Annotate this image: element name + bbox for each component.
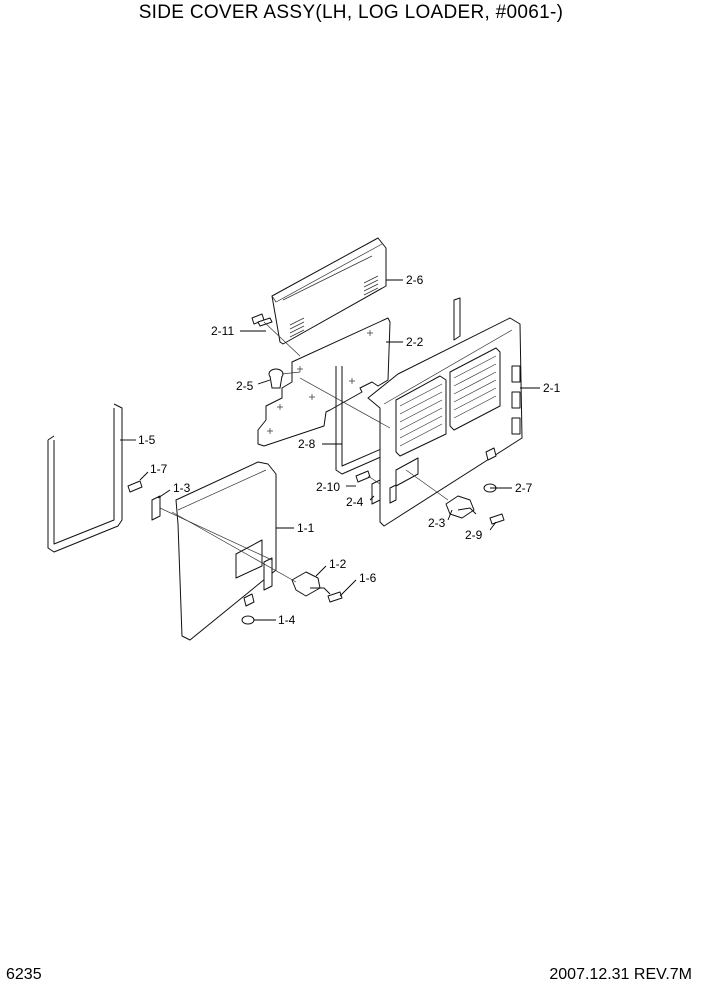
callout-2-11: 2-11 [211, 324, 234, 338]
callout-2-9: 2-9 [465, 528, 483, 542]
callout-2-10: 2-10 [316, 480, 340, 494]
part-2-4-bracket [371, 479, 397, 505]
callout-2-5: 2-5 [236, 379, 254, 393]
callout-2-8: 2-8 [298, 437, 316, 451]
callout-1-4: 1-4 [278, 613, 296, 627]
part-1-3-bracket [151, 495, 161, 521]
callout-2-1: 2-1 [543, 381, 561, 395]
part-2-2-middle-plate [257, 317, 391, 447]
page-title: SIDE COVER ASSY(LH, LOG LOADER, #0061-) [138, 2, 564, 23]
part-1-5-seal-loop [47, 403, 123, 553]
page-number: 6235 [6, 966, 42, 983]
callout-2-2: 2-2 [406, 335, 424, 349]
part-1-2-latch [291, 571, 331, 597]
part-2-6-top-plate [271, 237, 387, 345]
part-2-10-bolt [355, 470, 371, 483]
callout-2-6: 2-6 [406, 273, 424, 287]
leader-lines [120, 279, 540, 621]
part-1-4-stopper [241, 593, 255, 625]
part-1-7-bolt [127, 480, 143, 493]
callout-2-7: 2-7 [515, 481, 533, 495]
callout-2-3: 2-3 [428, 516, 446, 530]
part-2-9-bolt [489, 513, 505, 525]
assembly-guide-lines [159, 321, 449, 583]
part-2-11-bolt [251, 313, 273, 327]
part-2-1-main-cover [367, 297, 523, 527]
callout-1-1: 1-1 [297, 521, 315, 535]
callout-1-6: 1-6 [359, 571, 377, 585]
callout-1-5: 1-5 [138, 433, 156, 447]
part-1-6-bolt [327, 591, 343, 603]
callout-2-4: 2-4 [346, 495, 364, 509]
part-1-1-lower-cover [175, 461, 277, 641]
callout-1-3: 1-3 [173, 481, 191, 495]
callout-1-2: 1-2 [329, 557, 347, 571]
part-2-5-rubber-bush [268, 368, 284, 389]
revision-date: 2007.12.31 REV.7M [549, 966, 692, 983]
callout-1-7: 1-7 [150, 462, 168, 476]
